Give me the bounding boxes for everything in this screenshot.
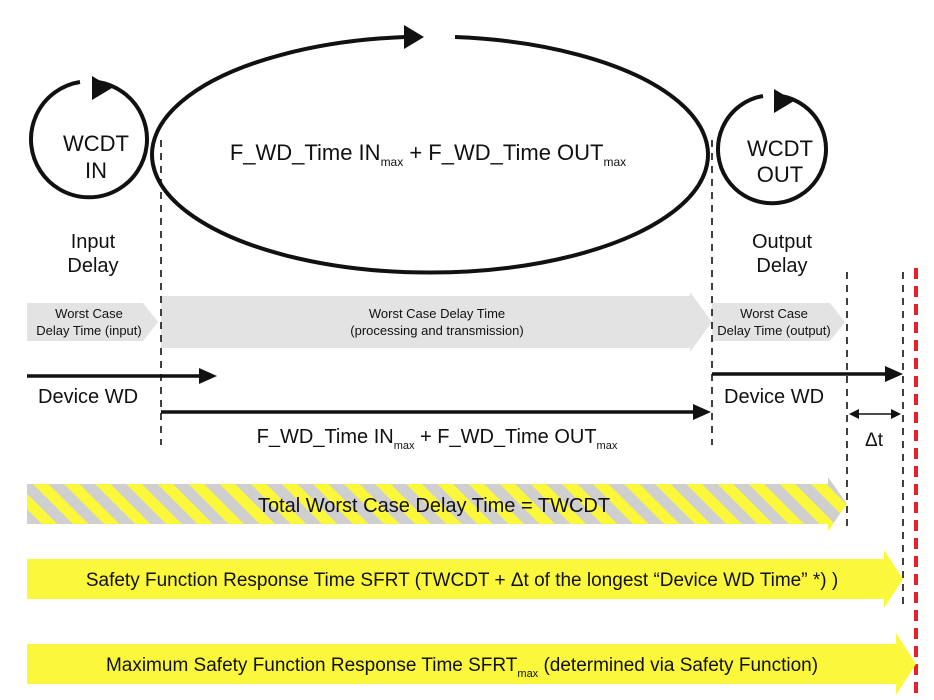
wcdt-out-line1: WCDT xyxy=(747,136,813,161)
twcdt-bar: Total Worst Case Delay Time = TWCDT xyxy=(27,477,847,531)
output-delay-line1: Output xyxy=(752,231,812,253)
wcdt-out-circle xyxy=(716,94,828,206)
sfrt-max-label: Maximum Safety Function Response Time SF… xyxy=(106,655,818,680)
input-delay-line2: Delay xyxy=(67,255,118,277)
wcdt-out-line2: OUT xyxy=(757,162,803,187)
grey-arrow-middle-line1: Worst Case Delay Time xyxy=(369,306,505,321)
grey-arrow-input: Worst Case Delay Time (input) xyxy=(27,303,158,341)
wcdt-in-line1: WCDT xyxy=(63,131,129,156)
input-delay-line1: Input xyxy=(71,231,116,253)
sfrt-bar: Safety Function Response Time SFRT (TWCD… xyxy=(27,550,903,608)
grey-arrow-output-line2: Delay Time (output) xyxy=(717,323,830,338)
fwd-time-span-label: F_WD_Time INmax + F_WD_Time OUTmax xyxy=(257,426,618,452)
grey-arrow-output-line1: Worst Case xyxy=(740,306,808,321)
grey-arrow-middle-line2: (processing and transmission) xyxy=(350,323,523,338)
fwd-time-loop: F_WD_Time INmax + F_WD_Time OUTmax xyxy=(150,25,710,275)
delta-t-right-arrowhead-icon xyxy=(891,409,901,419)
sfrt-max-bar: Maximum Safety Function Response Time SF… xyxy=(27,633,916,695)
wcdt-out-arrowhead-icon xyxy=(774,89,794,113)
wcdt-in-circle xyxy=(29,80,149,200)
wcdt-out-loop: WCDT OUT xyxy=(716,89,828,206)
device-wd-right-label: Device WD xyxy=(724,386,824,408)
twcdt-label: Total Worst Case Delay Time = TWCDT xyxy=(258,495,610,517)
output-delay-line2: Delay xyxy=(756,255,807,277)
wcdt-in-loop: WCDT IN xyxy=(29,76,149,200)
fwd-time-formula: F_WD_Time INmax + F_WD_Time OUTmax xyxy=(230,140,626,169)
fwd-time-span-arrowhead-icon xyxy=(693,404,711,420)
delta-t-label: Δt xyxy=(865,430,884,451)
device-wd-left-label: Device WD xyxy=(38,386,138,408)
grey-arrow-input-line2: Delay Time (input) xyxy=(36,323,141,338)
grey-arrow-input-line1: Worst Case xyxy=(55,306,123,321)
wcdt-in-line2: IN xyxy=(85,158,107,183)
grey-arrow-output: Worst Case Delay Time (output) xyxy=(712,303,845,341)
fwd-time-arrowhead-icon xyxy=(404,25,424,49)
delta-t-left-arrowhead-icon xyxy=(849,409,859,419)
device-wd-right-arrowhead-icon xyxy=(885,366,903,382)
sfrt-label: Safety Function Response Time SFRT (TWCD… xyxy=(86,570,838,591)
fwd-time-ellipse xyxy=(150,35,710,275)
device-wd-left-arrowhead-icon xyxy=(199,368,217,384)
grey-arrow-middle: Worst Case Delay Time (processing and tr… xyxy=(161,292,712,352)
wcdt-in-arrowhead-icon xyxy=(92,76,112,100)
